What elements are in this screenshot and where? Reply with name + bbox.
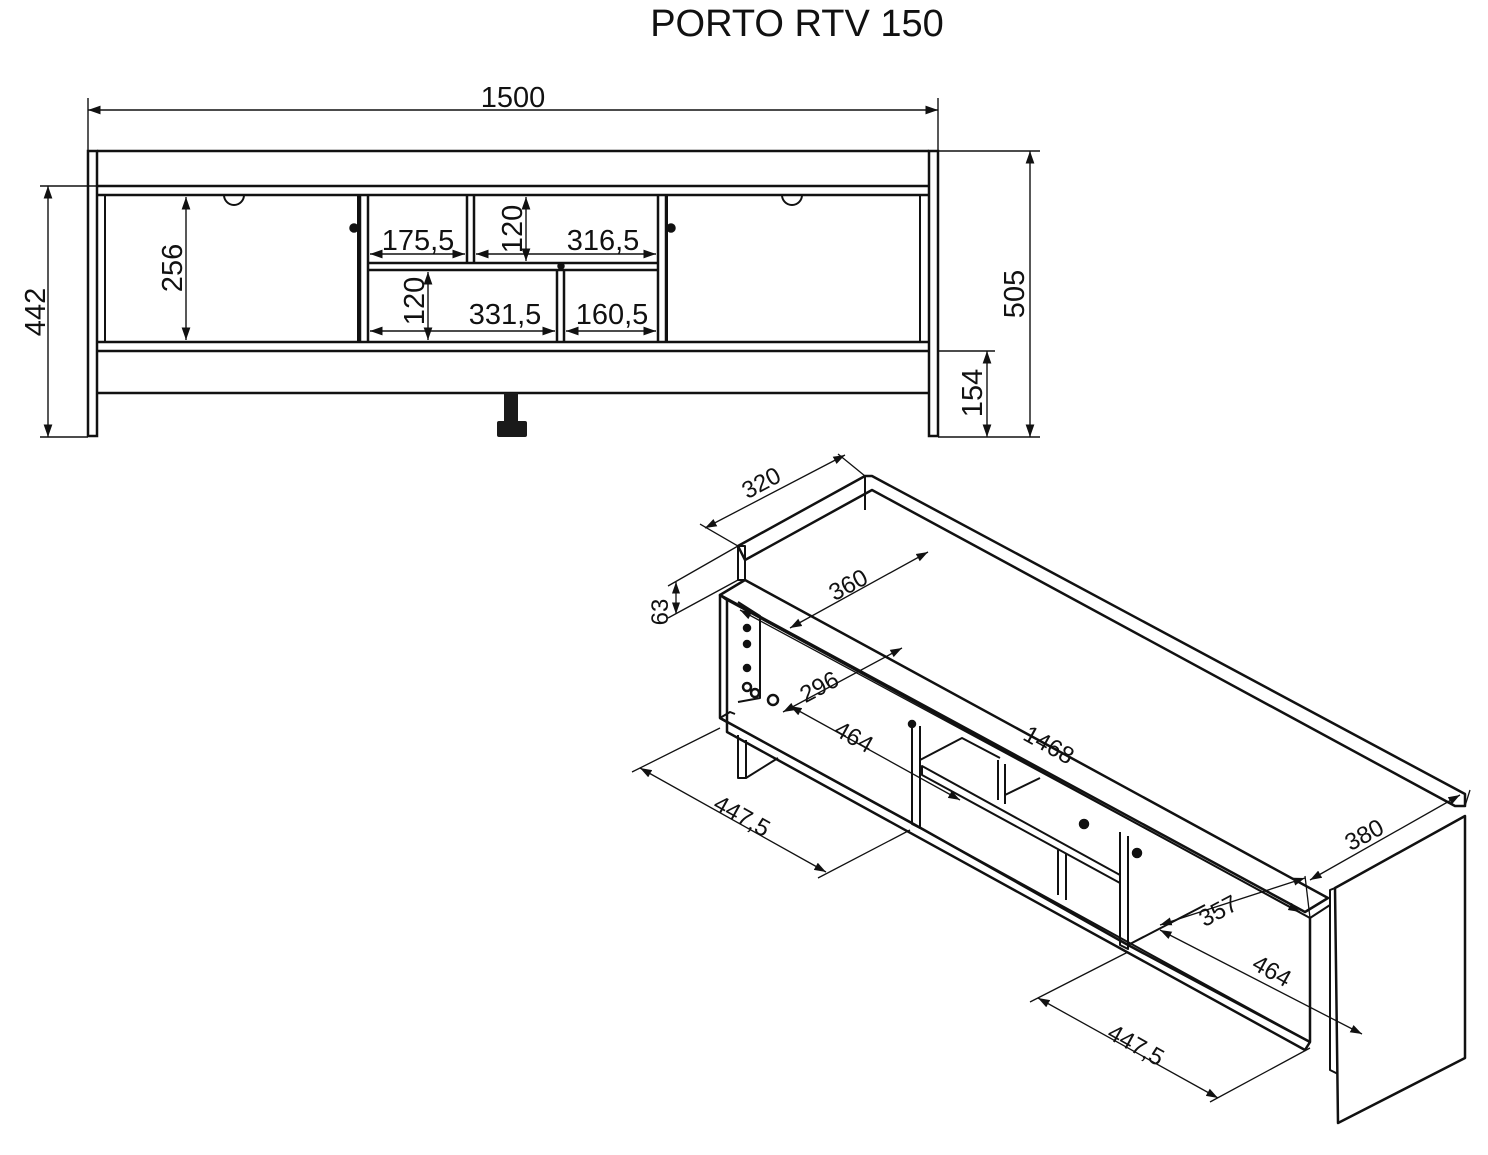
dim-top-thickness: 63 xyxy=(647,599,674,626)
dim-overall-width: 1500 xyxy=(481,82,546,114)
dim-right-compartment-depth: 357 xyxy=(1194,890,1242,933)
dim-upper-right-width: 316,5 xyxy=(567,225,640,257)
iso-dimension-lines xyxy=(631,453,1471,1103)
dim-top-depth: 320 xyxy=(737,462,785,505)
dim-lower-left-width: 331,5 xyxy=(469,299,542,331)
iso-left-side xyxy=(718,593,729,724)
right-side-panel xyxy=(927,149,940,438)
dim-right-compartment-width: 447,5 xyxy=(1103,1019,1169,1072)
dim-lower-right-width: 160,5 xyxy=(576,299,649,331)
left-side-panel xyxy=(86,149,99,438)
dim-inner-depth: 360 xyxy=(824,564,872,607)
dim-left-compartment-width: 447,5 xyxy=(709,790,775,843)
iso-bottom-board xyxy=(725,722,1312,1052)
iso-right-side-panel xyxy=(1333,814,1467,1125)
dim-lower-shelf-height: 120 xyxy=(399,277,431,325)
dim-right-compartment-height: 464 xyxy=(1248,950,1296,993)
iso-middle-shelf xyxy=(921,765,1121,884)
dim-side-depth: 380 xyxy=(1340,814,1388,857)
dim-leg-height: 442 xyxy=(20,288,52,336)
dim-upper-left-width: 175,5 xyxy=(382,225,455,257)
dim-cabinet-inner-height: 256 xyxy=(157,244,189,292)
dim-shelf-depth: 296 xyxy=(795,666,843,709)
front-view xyxy=(86,149,940,438)
iso-partition-right xyxy=(1119,832,1129,950)
center-foot xyxy=(497,393,527,437)
right-door xyxy=(666,194,921,343)
dim-upper-shelf-height: 120 xyxy=(497,205,529,253)
drawing-title: PORTO RTV 150 xyxy=(650,3,944,45)
iso-back-board xyxy=(736,474,1467,808)
dim-plinth-height: 154 xyxy=(957,369,989,417)
left-door xyxy=(104,194,359,343)
dim-left-compartment-height: 464 xyxy=(830,716,878,759)
dim-overall-height: 505 xyxy=(999,270,1031,318)
front-dimension-lines xyxy=(40,98,1040,438)
